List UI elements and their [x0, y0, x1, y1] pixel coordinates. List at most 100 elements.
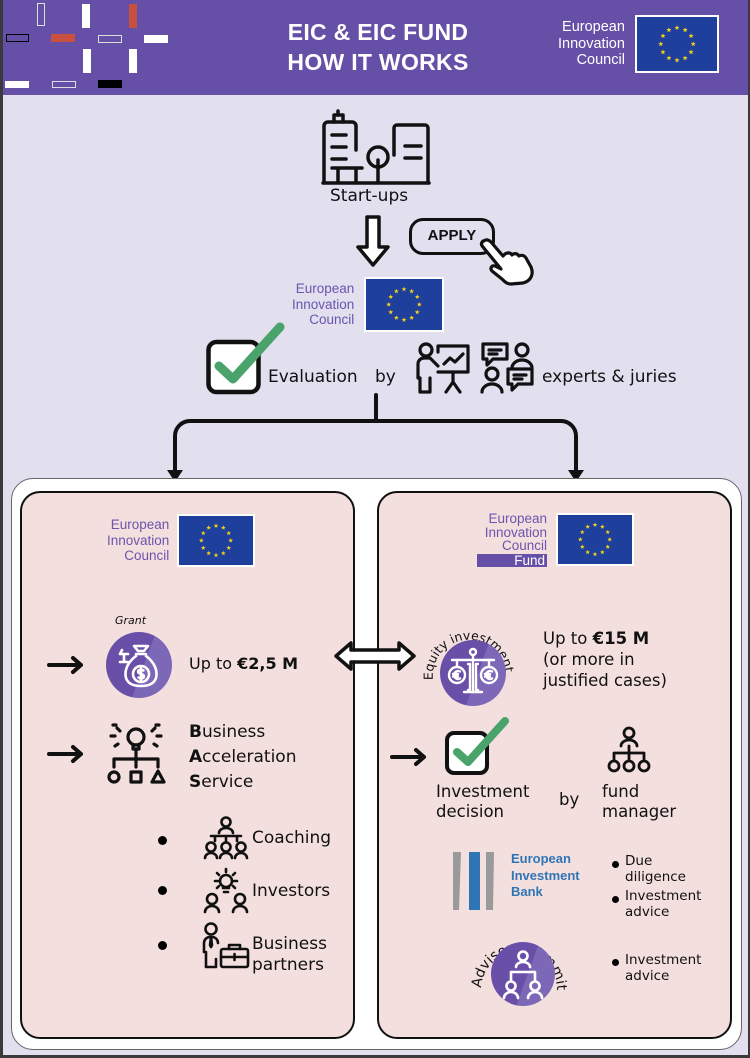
eu-flag-icon [556, 513, 634, 566]
eu-star [688, 33, 694, 39]
business-acceleration-service-label: Business Acceleration Service [189, 722, 297, 792]
pointing-hand-icon [479, 238, 534, 286]
eu-star [592, 551, 598, 557]
fund-manager-label: fund manager [602, 782, 677, 821]
eu-star [600, 524, 605, 529]
decorative-bar [5, 81, 29, 88]
decorative-bar [98, 80, 122, 88]
grant-caption: Grant [115, 614, 147, 627]
money-bag-icon [118, 644, 158, 688]
eic-fund-logo: European Innovation Council Fund [477, 512, 634, 567]
eu-star [585, 549, 590, 555]
eic-logo-center: European Innovation Council [292, 277, 445, 332]
startups-label: Start-ups [330, 186, 409, 206]
eu-star [388, 294, 394, 299]
eu-star [607, 537, 613, 542]
eu-star [401, 317, 407, 322]
investment-decision-checkbox-icon [445, 717, 509, 775]
fund-manager-hierarchy-icon [607, 726, 651, 773]
eic-logo-text: European Innovation Council [292, 281, 355, 328]
jury-discussion-icon [480, 342, 534, 394]
eib-logo-text: European Investment Bank [511, 851, 580, 899]
eu-star [658, 41, 664, 47]
business-acceleration-icon [107, 723, 166, 784]
eu-star [388, 309, 394, 315]
eic-logo-left-panel: European Innovation Council [107, 514, 256, 567]
apply-button[interactable]: APPLY [409, 218, 495, 255]
infographic-page: EIC & EIC FUND HOW IT WORKS European Inn… [3, 0, 748, 1055]
eu-star [577, 537, 583, 542]
business-partners-icon [202, 922, 250, 969]
coaching-icon [203, 816, 249, 860]
eib-bullet-investment-advice: Investment advice [625, 888, 702, 920]
eic-logo-text: European Innovation Council [558, 18, 625, 69]
down-arrow-icon [356, 215, 390, 267]
double-arrow-icon[interactable] [333, 639, 417, 673]
evaluation-by-label: by [375, 367, 396, 387]
eu-star [394, 315, 400, 320]
eu-star [386, 301, 392, 307]
decorative-bar [51, 34, 75, 42]
eu-star [605, 544, 611, 549]
eu-star [579, 529, 585, 535]
eu-star [409, 315, 415, 320]
equity-amount: Up to €15 M (or more in justified cases) [543, 629, 667, 690]
eic-fund-logo-text: European Innovation Council Fund [477, 512, 547, 567]
investors-icon [203, 867, 249, 914]
title-line-2: HOW IT WORKS [287, 49, 469, 75]
eu-star [600, 549, 605, 555]
decorative-bar [129, 4, 137, 28]
eu-star [605, 529, 611, 535]
eib-bullet-due-diligence: Due diligence [625, 853, 686, 885]
advisory-bullet-investment-advice: Investment advice [625, 952, 702, 984]
startups-building-icon [321, 109, 431, 185]
eu-star [226, 530, 232, 536]
equity-circle [440, 640, 506, 706]
eu-star [226, 545, 232, 550]
arrow-head-left [167, 470, 183, 482]
grant-amount: Up to €2,5 M [189, 654, 299, 673]
eu-star [585, 524, 590, 529]
bullet [158, 836, 167, 845]
decorative-bar [144, 35, 168, 43]
eu-flag-icon [364, 277, 445, 332]
eu-star [401, 286, 407, 292]
eu-star [394, 288, 400, 294]
eu-flag-icon [177, 514, 256, 567]
decorative-bar [129, 49, 137, 73]
eu-star [579, 544, 585, 549]
decorative-bar [83, 49, 91, 73]
eu-star [674, 25, 680, 30]
eu-star [415, 294, 420, 299]
eu-star [228, 538, 234, 543]
eu-star [682, 55, 688, 61]
arrow-right-icon [47, 656, 83, 674]
eu-star [660, 49, 666, 55]
eu-star [417, 301, 423, 307]
decorative-bar [37, 3, 45, 26]
grant-circle [106, 632, 172, 698]
balance-scale-euro-icon [447, 647, 499, 694]
eu-star [592, 522, 598, 527]
eu-star [666, 27, 672, 33]
eu-star [688, 49, 694, 55]
eic-grant-panel [20, 491, 355, 1039]
arrow-right-icon [390, 748, 426, 766]
decorative-bar [98, 35, 122, 43]
arrow-right-icon [47, 745, 83, 763]
eu-star [213, 523, 219, 528]
eu-star [221, 525, 226, 530]
eu-flag-icon [634, 15, 719, 73]
bullet [158, 941, 167, 950]
eic-logo-text: European Innovation Council [107, 517, 170, 564]
decorative-bar [52, 81, 76, 88]
bullet [612, 896, 619, 903]
header-banner: EIC & EIC FUND HOW IT WORKS European Inn… [3, 0, 748, 95]
arrow-head-right [568, 470, 584, 482]
eu-star [415, 309, 420, 315]
service-investors-label: Investors [252, 881, 331, 901]
eu-star [206, 525, 212, 530]
bullet [158, 886, 167, 895]
evaluation-checkbox-icon [206, 322, 285, 395]
eib-logo-icon [453, 852, 494, 910]
